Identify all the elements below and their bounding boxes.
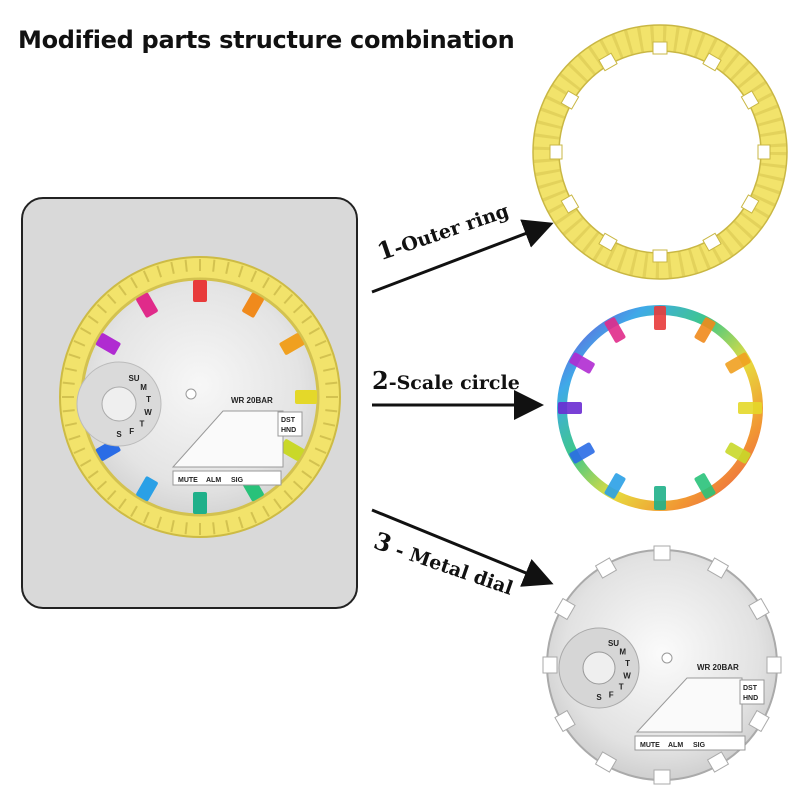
scale-marker [604, 473, 626, 499]
hour-marker [295, 390, 317, 404]
day-letter: S [596, 693, 602, 702]
scale-marker [694, 317, 716, 343]
day-letter: M [619, 647, 626, 656]
scale-marker [558, 402, 582, 414]
day-letter: S [116, 430, 122, 439]
hour-marker [242, 292, 264, 318]
metal-alm-label: ALM [668, 742, 683, 749]
page-title: Modified parts structure combination [18, 26, 515, 54]
dial-notch [554, 597, 576, 621]
metal-dst-hnd-box [739, 679, 765, 705]
ring-notch [652, 41, 668, 55]
ring-notch [549, 144, 563, 160]
metal-lcd-window [635, 677, 743, 733]
ring-notch [598, 232, 618, 252]
scale-marker [654, 486, 666, 510]
scale-circle-part [557, 305, 763, 511]
scale-marker [604, 317, 626, 343]
metal-subdial-center [582, 651, 616, 685]
dial-notch [653, 769, 671, 785]
sig-label: SIG [231, 477, 244, 484]
scale-marker [738, 402, 762, 414]
ring-notch [560, 194, 580, 214]
day-letter: T [619, 683, 624, 692]
hour-marker [136, 476, 158, 502]
metal-wr-label: WR 20BAR [697, 663, 739, 672]
day-letter: SU [608, 639, 619, 648]
hour-marker [279, 333, 305, 355]
dial-notch [748, 597, 770, 621]
hour-marker [95, 333, 121, 355]
ring-notch [757, 144, 771, 160]
day-letter: M [140, 383, 147, 392]
metal-mute-label: MUTE [640, 742, 660, 749]
alm-label: ALM [206, 477, 221, 484]
scale-circle-band [557, 305, 763, 511]
dial-notch [594, 557, 618, 579]
scale-marker [569, 352, 595, 374]
ring-notch [652, 249, 668, 263]
scale-marker [725, 352, 751, 374]
ring-notch [740, 194, 760, 214]
ring-notch [702, 52, 722, 72]
dst-label: DST [281, 417, 296, 424]
dial-notch [766, 656, 782, 674]
metal-sig-label: SIG [693, 742, 706, 749]
metal-center-hole [661, 652, 673, 664]
metal-mode-bar [634, 735, 746, 751]
hour-marker [193, 280, 207, 302]
dial-notch [653, 545, 671, 561]
scale-marker [569, 442, 595, 464]
wr-label: WR 20BAR [231, 396, 273, 405]
day-letter: SU [128, 374, 139, 383]
hour-marker [193, 492, 207, 514]
dst-hnd-box [277, 411, 303, 437]
arrow-metal-dial [371, 508, 554, 587]
dial-notch [542, 656, 558, 674]
hour-marker [279, 439, 305, 461]
ring-notch [740, 90, 760, 110]
hour-marker [136, 292, 158, 318]
metal-dst-label: DST [743, 685, 758, 692]
ring-notch [702, 232, 722, 252]
scale-marker [725, 442, 751, 464]
day-letter: W [144, 408, 152, 417]
day-letter: F [609, 690, 614, 699]
day-letter: F [129, 427, 134, 436]
outer-ring-part [532, 24, 788, 280]
day-letter: T [146, 395, 151, 404]
hnd-label: HND [281, 427, 296, 434]
scale-marker [694, 473, 716, 499]
subdial-center [101, 386, 137, 422]
day-letter: T [140, 419, 145, 428]
day-letter: T [625, 659, 630, 668]
ring-notch [598, 52, 618, 72]
metal-hnd-label: HND [743, 695, 758, 702]
label-scale-circle: 2-Scale circle [372, 366, 520, 395]
dial-notch [554, 709, 576, 733]
ring-notch [560, 90, 580, 110]
dial-notch [706, 557, 730, 579]
dial-notch [748, 709, 770, 733]
mute-label: MUTE [178, 477, 198, 484]
mode-bar [172, 470, 282, 486]
center-hole [185, 388, 197, 400]
day-letter: W [623, 672, 631, 681]
lcd-window [171, 410, 284, 468]
arrow-outer-ring [371, 219, 554, 294]
dial-notch [594, 751, 618, 773]
scale-marker [654, 306, 666, 330]
dial-notch [706, 751, 730, 773]
